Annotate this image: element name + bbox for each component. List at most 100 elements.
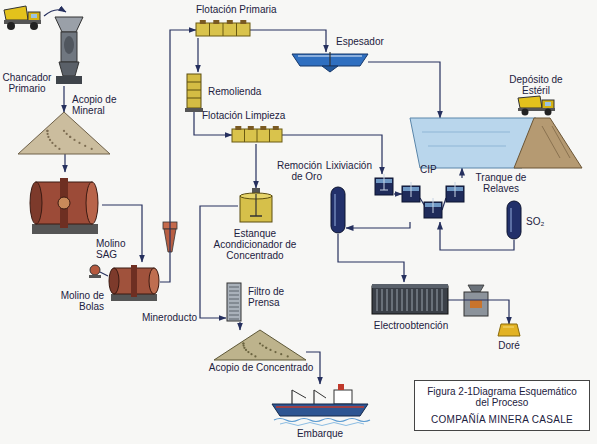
filter-press-part [229, 307, 239, 308]
conditioner-tank-part [255, 194, 256, 216]
waste-truck-part [522, 109, 529, 116]
tailings-dam-part [542, 126, 560, 158]
flotation-cells-part [257, 129, 258, 142]
smelting-furnace-part [464, 292, 488, 316]
concentrate-stockpile-part [280, 353, 282, 355]
electrowinning-cells-part [372, 286, 448, 314]
flotation-cells: Flotación Limpieza [232, 126, 282, 144]
equipment-label: Acopio de Concentrado [206, 362, 316, 373]
equipment-label: Depósito de Estéril [496, 74, 576, 96]
column-tank: Remoción de Oro [330, 186, 346, 234]
ball-mill-part [149, 268, 159, 294]
ore-stockpile-part [78, 142, 80, 144]
filter-press-part [229, 299, 239, 300]
pump-part [100, 272, 108, 276]
cip-tanks-part [442, 198, 446, 210]
crusher-part [64, 36, 74, 54]
electrowinning-cells-part [426, 289, 427, 311]
ball-mill-part [131, 265, 137, 297]
equipment-label: Flotación Primaria [196, 4, 292, 15]
thickener-part [322, 66, 338, 72]
sag-mill: Molino SAG [28, 172, 102, 236]
equipment-label: Estanque Acondicionador de Concentrado [210, 228, 300, 261]
column-tank-part [510, 208, 512, 232]
ore-stockpile-part [84, 145, 86, 147]
flow-line [160, 30, 196, 282]
electrowinning-cells-part [406, 289, 407, 311]
electrowinning-cells-part [431, 289, 432, 311]
flotation-cells-part [244, 129, 245, 142]
leach-tank-part [380, 190, 388, 191]
electrowinning-cells-part [421, 289, 422, 311]
flow-line [239, 322, 240, 330]
regrind-mill-part [187, 90, 201, 91]
equipment-label: Flotación Limpieza [202, 110, 302, 121]
concentrate-stockpile-part [243, 347, 245, 349]
electrowinning-cells-part [416, 289, 417, 311]
conditioner-tank-part [250, 215, 262, 217]
ship-part [272, 404, 368, 416]
waste-truck-part [545, 102, 551, 106]
regrind-mill-icon [184, 72, 204, 112]
concentrate-stockpile-part [214, 330, 306, 360]
crusher-part [61, 32, 77, 62]
sag-mill-part [30, 182, 42, 224]
thickener: Espesador [292, 52, 368, 72]
waste-truck-icon [518, 96, 556, 116]
crusher-part [55, 17, 83, 32]
haul-truck-part [4, 6, 28, 20]
flotation-cells-part [200, 20, 206, 24]
concentrate-stockpile-part [245, 349, 247, 351]
filter-press-icon [226, 282, 242, 322]
ship: Embarque [272, 384, 368, 424]
flotation-cells-part [209, 23, 210, 36]
ship-part [292, 390, 306, 398]
crusher-part [56, 76, 82, 84]
ship-icon [272, 384, 368, 424]
filter-press-part [229, 291, 239, 292]
thickener-icon [292, 52, 368, 72]
tailings-dam-part [552, 126, 570, 158]
flow-line [448, 300, 509, 324]
column-tank-part [334, 194, 336, 226]
smelting-furnace-part [468, 285, 484, 292]
crusher: Chancador Primario [54, 14, 84, 86]
column-tank-part [331, 187, 345, 233]
dore-bar-part [498, 324, 520, 336]
flotation-cells-part [235, 126, 241, 130]
flotation-cells-part [213, 20, 219, 24]
flow-line [394, 193, 402, 194]
sag-mill-icon [28, 172, 102, 236]
ore-stockpile-icon [18, 112, 110, 154]
sag-mill-part [58, 197, 70, 209]
concentrate-stockpile-part [262, 345, 264, 347]
ball-mill: Molino de Bolas [108, 262, 160, 302]
equipment-label: Doré [492, 340, 526, 351]
ore-stockpile-part [49, 139, 51, 141]
concentrate-stockpile-part [265, 347, 267, 349]
ship-part [338, 384, 344, 390]
flow-line [63, 86, 64, 112]
ore-stockpile-part [47, 136, 49, 138]
equipment-label: Chancador Primario [2, 72, 52, 94]
flotation-cells-part [269, 129, 270, 142]
crusher-icon [54, 14, 84, 86]
electrowinning-cells-part [396, 289, 397, 311]
flotation-cells-icon [196, 20, 250, 38]
pump-part [90, 265, 100, 275]
ore-stockpile-part [66, 133, 68, 135]
concentrate-stockpile-part [242, 342, 244, 344]
haul-truck-part [7, 22, 15, 30]
dore-bar-icon [498, 324, 520, 336]
equipment-label: CIP [420, 164, 450, 175]
smelting-furnace-part [470, 300, 482, 308]
equipment-label: Remolienda [208, 86, 268, 97]
waste-truck-part [545, 109, 552, 116]
regrind-mill-part [187, 82, 201, 83]
electrowinning-cells-part [391, 289, 392, 311]
flow-line [346, 222, 410, 228]
equipment-label: Filtro de Prensa [248, 286, 304, 308]
feed-arrow [44, 10, 66, 16]
tailings-dam-part [422, 132, 510, 133]
